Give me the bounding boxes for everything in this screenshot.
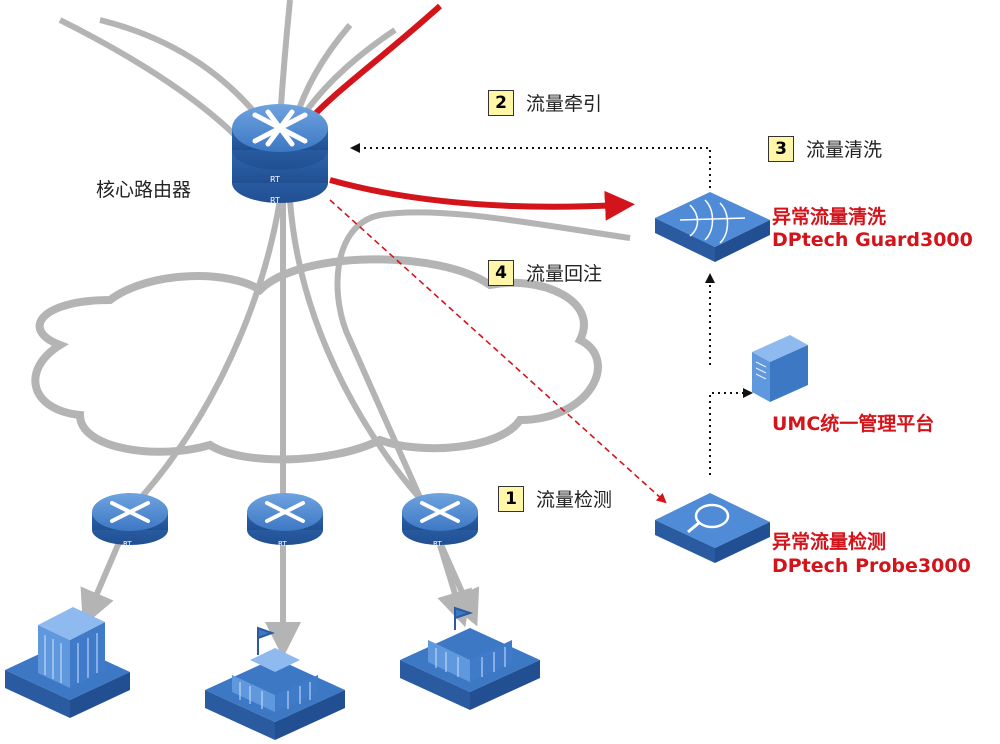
step-reinjection: 4 流量回注: [488, 259, 602, 286]
step-number: 2: [488, 89, 514, 116]
probe-product-label: DPtech Probe3000: [772, 555, 971, 577]
umc-server-icon: [752, 335, 808, 402]
diverted-traffic-arrow: [329, 177, 635, 221]
step-diversion: 2 流量牵引: [488, 89, 602, 116]
cleaning-device-label: 异常流量清洗: [772, 206, 887, 228]
step-cleaning: 3 流量清洗: [768, 135, 882, 162]
building-icon: [400, 606, 540, 710]
svg-text:RT: RT: [278, 540, 287, 548]
step-label: 流量检测: [536, 489, 613, 511]
svg-text:RT: RT: [123, 540, 132, 548]
cleaning-product-label: DPtech Guard3000: [772, 229, 973, 251]
detection-mirror-line: [329, 199, 667, 504]
building-icon: [5, 607, 130, 718]
step-label: 流量牵引: [526, 93, 603, 115]
network-cloud: [31, 255, 602, 464]
probe-device-label: 异常流量检测: [772, 531, 887, 553]
step-number: 4: [488, 259, 514, 286]
umc-label: UMC统一管理平台: [772, 413, 935, 435]
attack-traffic-line: [302, 3, 443, 127]
step-label: 流量回注: [526, 263, 603, 285]
router-badge: RT: [270, 196, 280, 205]
step-detection: 1 流量检测: [498, 485, 612, 512]
core-router-label: 核心路由器: [96, 179, 192, 201]
edge-router-icon: RT: [402, 493, 478, 548]
step-label: 流量清洗: [806, 139, 883, 161]
downstream-traffic-lines: [80, 199, 472, 658]
svg-text:RT: RT: [433, 540, 442, 548]
guard-device-icon: Guard: [655, 192, 770, 262]
reinjected-traffic-line: [334, 209, 631, 627]
internet-traffic-lines: [58, 0, 397, 143]
management-links: [350, 143, 753, 475]
router-badge: RT: [270, 175, 280, 184]
step-number: 1: [498, 485, 524, 512]
edge-router-icon: RT: [92, 493, 168, 548]
building-icon: [205, 626, 345, 740]
step-number: 3: [768, 135, 794, 162]
edge-router-icon: RT: [247, 493, 323, 548]
core-router-icon: RT RT: [232, 104, 328, 205]
probe-device-icon: Probe: [655, 493, 770, 563]
